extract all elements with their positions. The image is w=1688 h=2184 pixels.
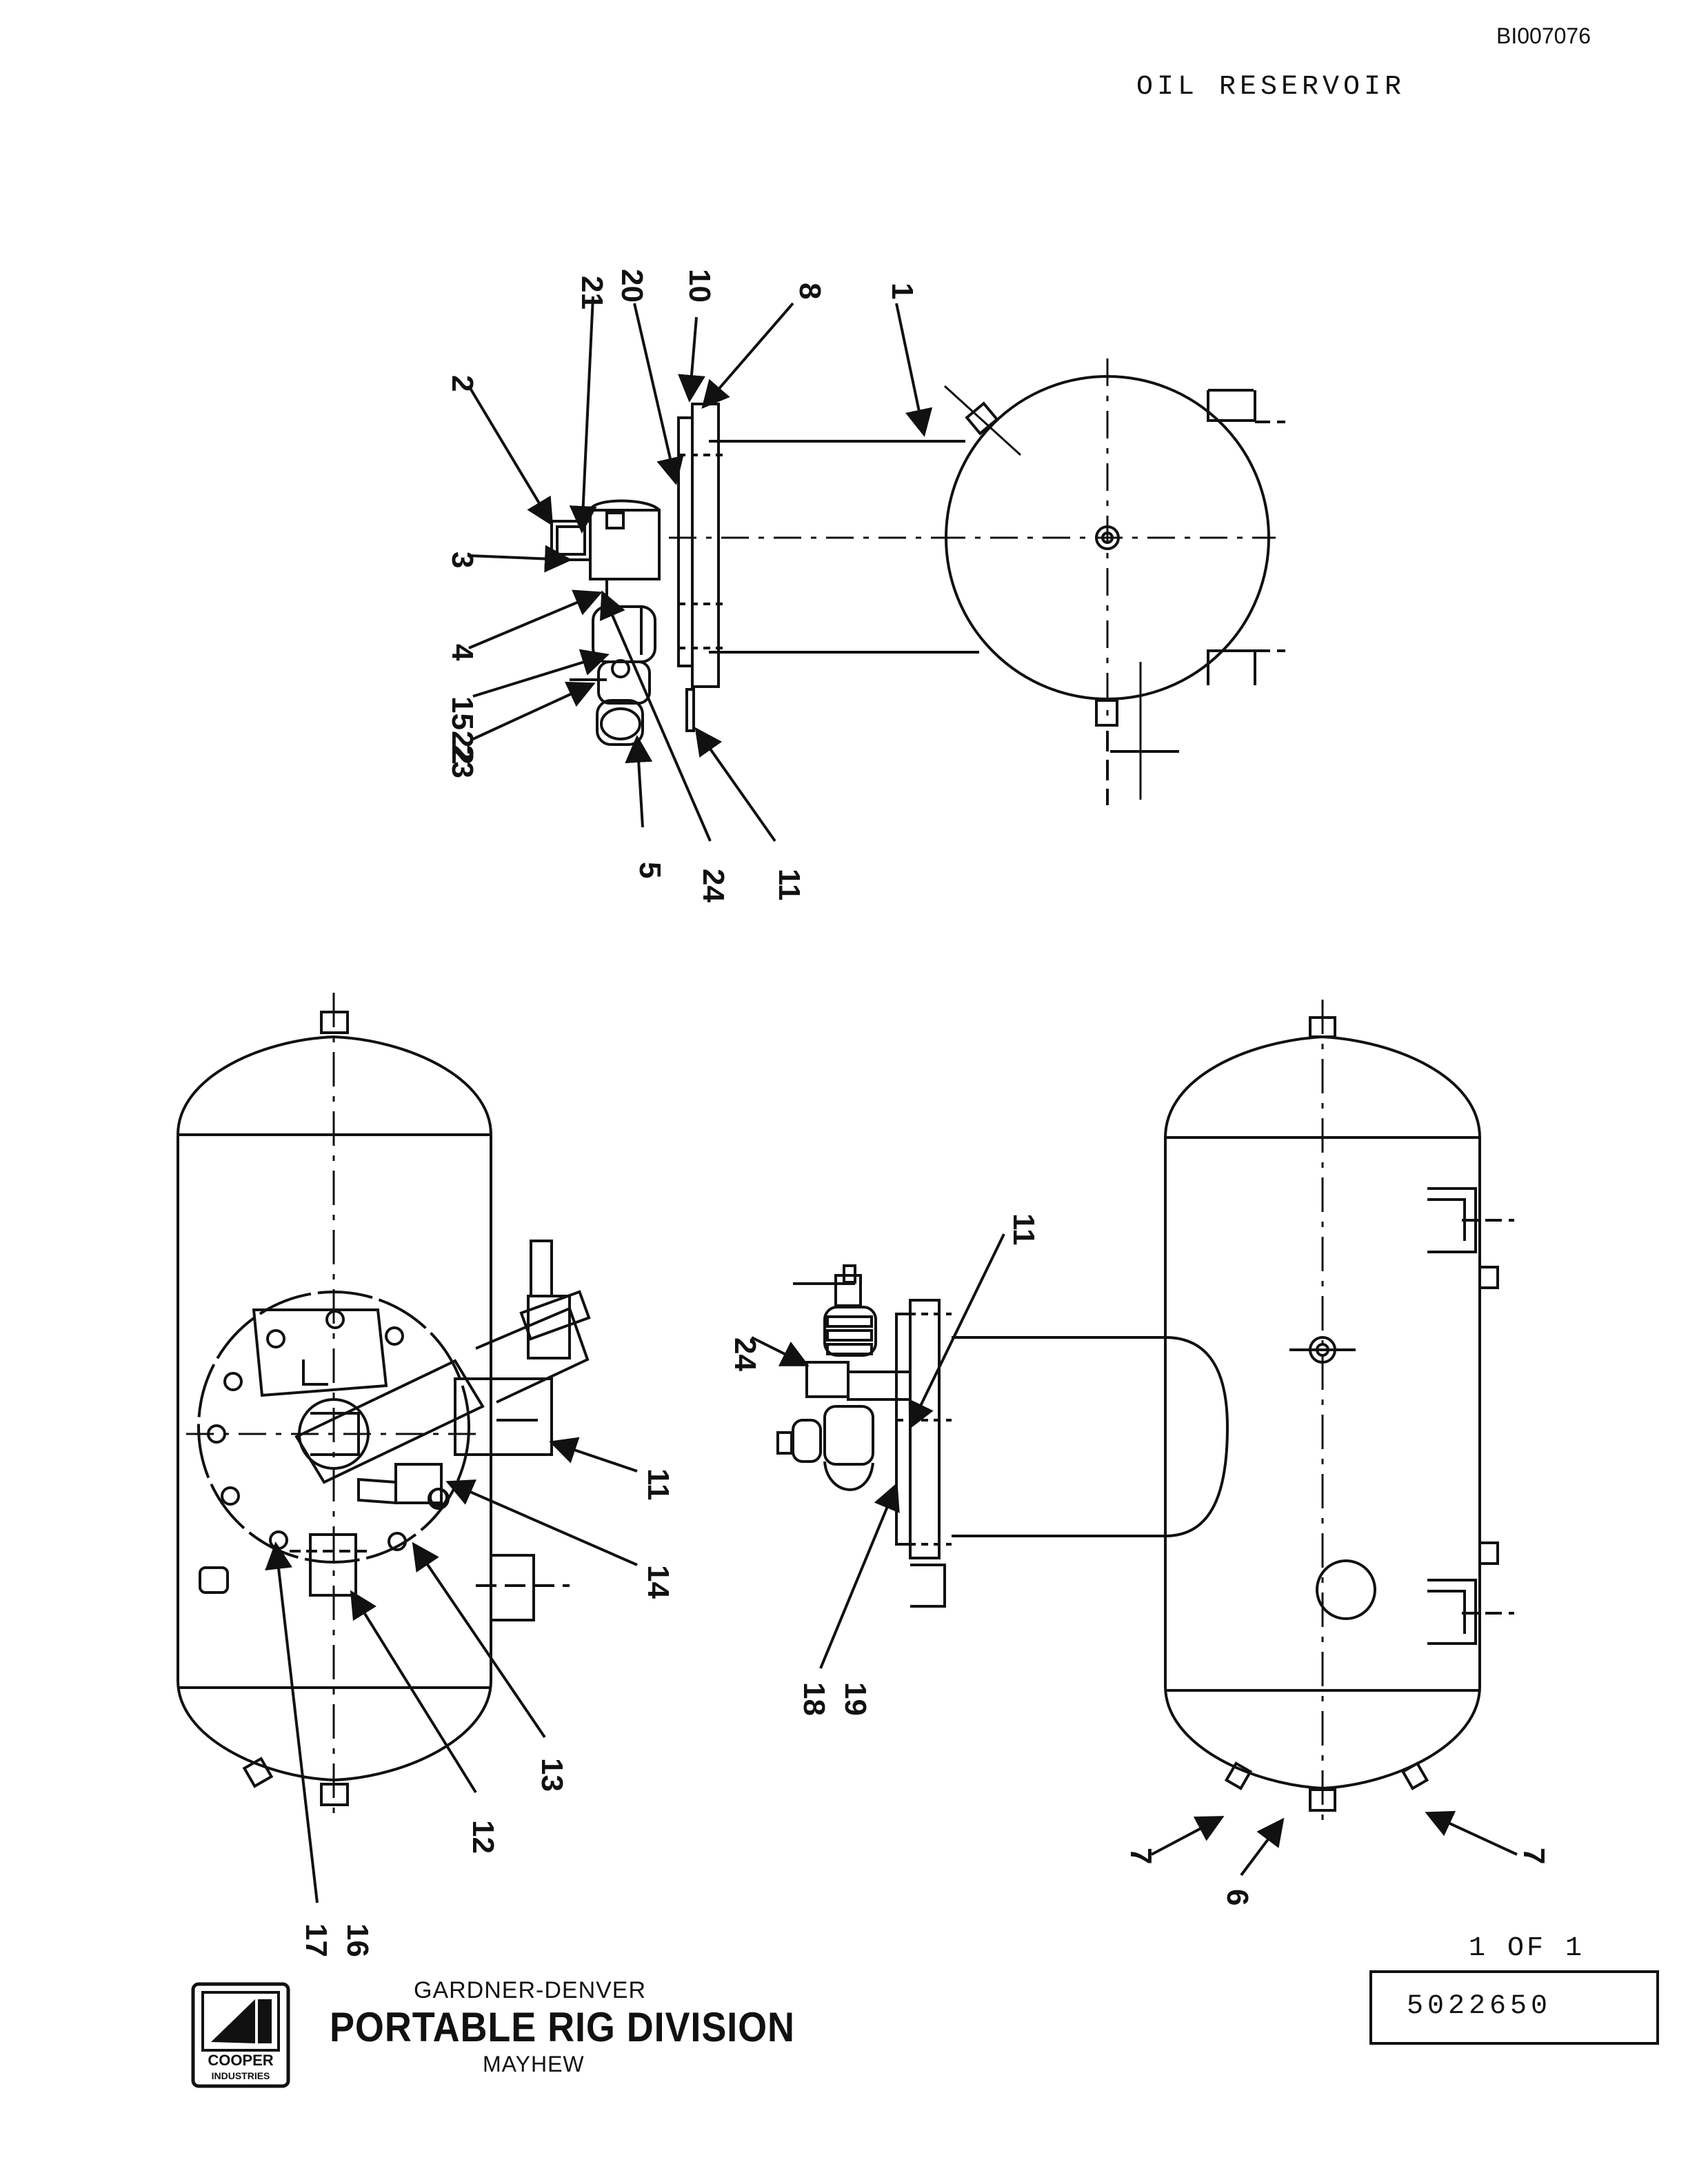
leader-line-top_view-1: [633, 303, 684, 485]
company-division: PORTABLE RIG DIVISION: [330, 2004, 795, 2050]
leader-line-top_view-4: [895, 303, 933, 437]
callout-top_view-12: 24: [696, 869, 730, 902]
drawing-number: 5022650: [1407, 1991, 1552, 2022]
company-name: GARDNER-DENVER: [414, 1977, 647, 2003]
leader-line-right_view-2: [819, 1482, 900, 1669]
cooper-industries-logo: COOPER INDUSTRIES: [191, 1982, 290, 2088]
callout-top_view-1: 20: [615, 269, 649, 303]
callout-top_view-8: 15: [445, 696, 479, 730]
leader-line-right_view-0: [751, 1336, 810, 1366]
callout-right_view-6: 7: [1517, 1848, 1551, 1864]
drawing-number-box: [1369, 1970, 1659, 2045]
callout-top_view-11: 5: [633, 862, 667, 878]
document-id: BI007076: [1496, 23, 1591, 48]
callout-top_view-9: 23: [445, 745, 479, 778]
leader-line-left_view-3: [350, 1590, 477, 1794]
callout-top_view-5: 2: [445, 375, 479, 392]
callout-left_view-2: 13: [535, 1758, 569, 1792]
leader-line-top_view-7: [468, 589, 603, 649]
leader-line-top_view-13: [694, 727, 776, 842]
leader-line-right_view-4: [1151, 1816, 1225, 1856]
callout-right_view-5: 6: [1220, 1889, 1254, 1905]
callout-right_view-0: 24: [728, 1337, 762, 1371]
callout-top_view-4: 1: [885, 283, 919, 299]
tank-outline-right: [1164, 1035, 1481, 1790]
callout-right_view-3: 19: [838, 1682, 872, 1716]
svg-text:INDUSTRIES: INDUSTRIES: [212, 2070, 270, 2081]
callout-right_view-2: 18: [797, 1682, 831, 1716]
callout-left_view-1: 14: [641, 1565, 675, 1599]
leader-line-top_view-2: [678, 316, 705, 403]
company-location: MAYHEW: [483, 2052, 585, 2076]
callout-left_view-0: 11: [641, 1468, 675, 1501]
callout-left_view-5: 16: [341, 1923, 374, 1957]
leader-line-left_view-1: [445, 1479, 638, 1566]
tank-outline-left: [177, 1035, 492, 1782]
leader-line-top_view-9: [472, 681, 596, 740]
leader-line-top_view-5: [468, 385, 554, 527]
leader-line-left_view-2: [412, 1541, 546, 1739]
leader-line-top_view-3: [701, 302, 794, 410]
leader-line-top_view-11: [625, 735, 653, 828]
callout-top_view-10: 22: [445, 731, 479, 765]
callout-top_view-13: 11: [772, 869, 806, 901]
callout-top_view-6: 3: [445, 552, 479, 568]
callout-left_view-3: 12: [466, 1820, 500, 1854]
leader-line-left_view-0: [549, 1437, 638, 1473]
leader-line-top_view-0: [569, 296, 597, 534]
leader-line-right_view-5: [1240, 1817, 1285, 1877]
leader-line-top_view-8: [472, 649, 610, 698]
svg-text:COOPER: COOPER: [208, 2052, 273, 2069]
leader-line-right_view-6: [1425, 1810, 1518, 1856]
plan-view: [177, 993, 591, 1820]
side-view: [776, 1000, 1514, 1820]
callout-top_view-3: 8: [793, 283, 827, 299]
drawing-title: OIL RESERVOIR: [1136, 72, 1406, 103]
leader-line-right_view-1: [908, 1233, 1005, 1430]
leader-line-top_view-6: [468, 545, 572, 573]
callout-right_view-4: 7: [1124, 1848, 1158, 1864]
leader-line-top_view-12: [599, 590, 712, 842]
callout-top_view-2: 10: [683, 269, 716, 303]
sheet-number: 1 OF 1: [1469, 1933, 1585, 1964]
callout-left_view-4: 17: [299, 1923, 333, 1957]
callout-right_view-1: 11: [1007, 1213, 1041, 1246]
leader-line-left_view-4: [265, 1541, 319, 1903]
